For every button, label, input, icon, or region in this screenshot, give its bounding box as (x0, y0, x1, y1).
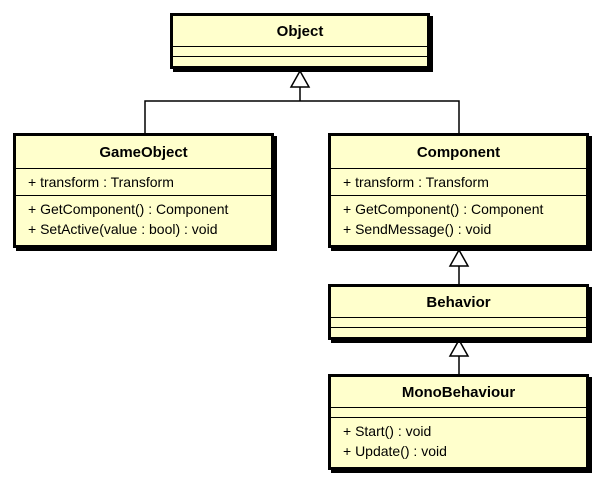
class-monobehaviour[interactable]: MonoBehaviour + Start() : void + Update(… (328, 374, 589, 470)
connector-gameobject-to-object (144, 100, 460, 133)
attributes-section (173, 47, 427, 57)
class-component[interactable]: Component + transform : Transform + GetC… (328, 133, 589, 248)
attributes-section (331, 408, 586, 418)
operation-row: + GetComponent() : Component (28, 201, 229, 217)
class-gameobject[interactable]: GameObject + transform : Transform + Get… (13, 133, 274, 248)
class-name: Component (331, 136, 586, 169)
attribute-row: + transform : Transform (343, 174, 489, 190)
class-name: MonoBehaviour (331, 377, 586, 408)
operation-row: + Update() : void (343, 443, 447, 459)
operation-row: + GetComponent() : Component (343, 201, 544, 217)
generalization-arrowhead-object (289, 69, 311, 88)
operations-section: + GetComponent() : Component + SetActive… (16, 196, 271, 242)
class-name: Object (173, 16, 427, 47)
attributes-section: + transform : Transform (331, 169, 586, 196)
operation-row: + Start() : void (343, 423, 432, 439)
operation-row: + SetActive(value : bool) : void (28, 221, 218, 237)
operations-section (173, 57, 427, 67)
generalization-arrowhead-component (448, 248, 470, 267)
operation-row: + SendMessage() : void (343, 221, 492, 237)
generalization-arrowhead-behavior (448, 338, 470, 357)
attribute-row: + transform : Transform (28, 174, 174, 190)
class-name: Behavior (331, 287, 586, 318)
class-object[interactable]: Object (170, 13, 430, 69)
attributes-section: + transform : Transform (16, 169, 271, 196)
class-behavior[interactable]: Behavior (328, 284, 589, 340)
operations-section: + Start() : void + Update() : void (331, 418, 586, 464)
operations-section (331, 328, 586, 338)
attributes-section (331, 318, 586, 328)
class-name: GameObject (16, 136, 271, 169)
operations-section: + GetComponent() : Component + SendMessa… (331, 196, 586, 242)
